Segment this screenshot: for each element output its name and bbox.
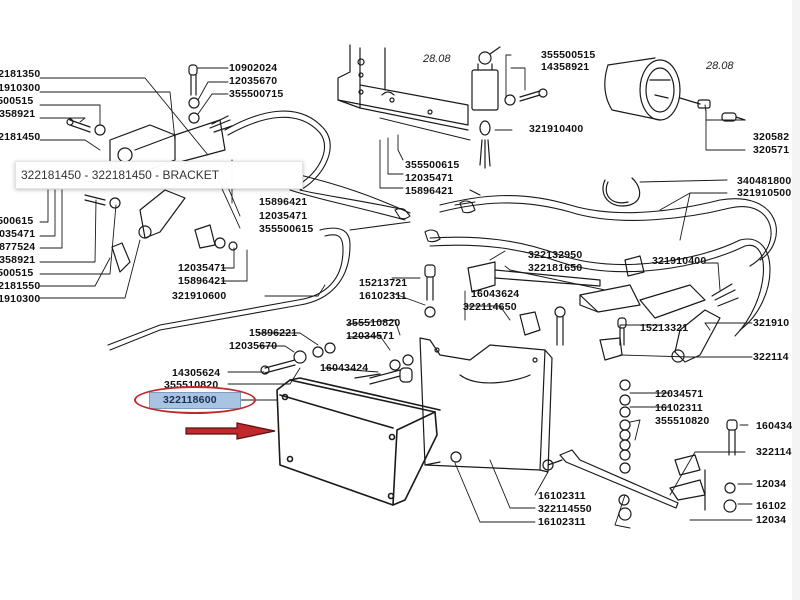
section-ref-label: 28.08 [423,53,451,65]
part-label[interactable]: 322132950 [528,249,583,261]
part-label[interactable]: 12035471 [405,172,454,184]
cable-clip [602,177,641,207]
limit-switch-top [471,46,548,169]
part-label[interactable]: 355510820 [655,415,710,427]
part-label[interactable]: 14358921 [0,254,36,266]
part-label[interactable]: 12035670 [229,75,278,87]
part-label[interactable]: 321910400 [652,255,707,267]
part-label[interactable]: 15213721 [359,277,408,289]
part-label[interactable]: 12034571 [346,330,395,342]
section-ref-label: 28.08 [706,60,734,72]
part-label[interactable]: 16102311 [538,516,586,528]
part-label[interactable]: 355500615 [259,223,314,235]
lever-assembly [450,379,738,521]
part-label[interactable]: 16102 [756,500,787,512]
part-label[interactable]: 16102311 [359,290,407,302]
page-edge-strip [792,0,800,600]
part-label[interactable]: 322114 [753,351,789,363]
part-label[interactable]: 321910600 [172,290,227,302]
part-label[interactable]: 355500515 [541,49,596,61]
tooltip-text: 322181450 - 322181450 - BRACKET [21,168,220,182]
part-label[interactable]: 12035670 [229,340,278,352]
part-label[interactable]: 320571 [753,144,790,156]
part-label[interactable]: 15213321 [640,322,689,334]
highlight-ellipse [134,386,256,414]
part-label[interactable]: 321910500 [737,187,792,199]
cable-harness [107,110,777,351]
part-label[interactable]: 322114650 [463,301,517,313]
part-label[interactable]: 355510820 [346,317,401,329]
part-tooltip: 322181450 - 322181450 - BRACKET [15,161,303,189]
switch-assembly-left [66,64,233,176]
part-label[interactable]: 12034571 [655,388,704,400]
motor [604,57,746,122]
switch-assembly-left-lower [84,189,238,273]
leader-lines [39,54,753,529]
part-label[interactable]: 321910400 [529,123,584,135]
mounting-bracket-center [424,261,641,346]
part-label[interactable]: 340481800 [737,175,792,187]
control-box-322118600 [276,377,441,506]
part-label[interactable]: 322114550 [538,503,592,515]
part-label[interactable]: 14358921 [0,108,36,120]
frame-bracket [337,44,471,141]
part-label[interactable]: 321910300 [0,82,41,94]
part-label[interactable]: 16102311 [538,490,586,502]
part-label[interactable]: 14305624 [172,367,221,379]
part-label[interactable]: 15896421 [405,185,454,197]
part-label[interactable]: 15896421 [259,196,308,208]
part-label[interactable]: 355500715 [229,88,284,100]
part-label[interactable]: 15877524 [0,241,36,253]
part-label[interactable]: 12035471 [0,228,36,240]
part-label[interactable]: 16102311 [655,402,703,414]
part-label[interactable]: 15896421 [178,275,227,287]
part-label[interactable]: 355500615 [405,159,460,171]
part-label[interactable]: 12034 [756,514,787,526]
red-arrow-icon [185,422,276,440]
part-label[interactable]: 322181550 [0,280,41,292]
mounting-plate [260,337,553,473]
part-label[interactable]: 16043424 [320,362,369,374]
part-label[interactable]: 355500515 [0,267,34,279]
part-label[interactable]: 321910 [753,317,790,329]
part-label[interactable]: 160434 [756,420,793,432]
part-label[interactable]: 322181350 [0,68,41,80]
part-label[interactable]: 322181650 [528,262,583,274]
part-label[interactable]: 355500615 [0,215,34,227]
part-label[interactable]: 355500515 [0,95,34,107]
part-label[interactable]: 16043624 [471,288,520,300]
part-label[interactable]: 320582 [753,131,790,143]
part-label[interactable]: 321910300 [0,293,41,305]
part-label[interactable]: 322114 [756,446,792,458]
part-label[interactable]: 12035471 [259,210,308,222]
part-label[interactable]: 15896221 [249,327,298,339]
part-label[interactable]: 322181450 [0,131,41,143]
part-label[interactable]: 10902024 [229,62,278,74]
part-label[interactable]: 12034 [756,478,787,490]
part-label[interactable]: 12035471 [178,262,227,274]
part-label[interactable]: 14358921 [541,61,590,73]
